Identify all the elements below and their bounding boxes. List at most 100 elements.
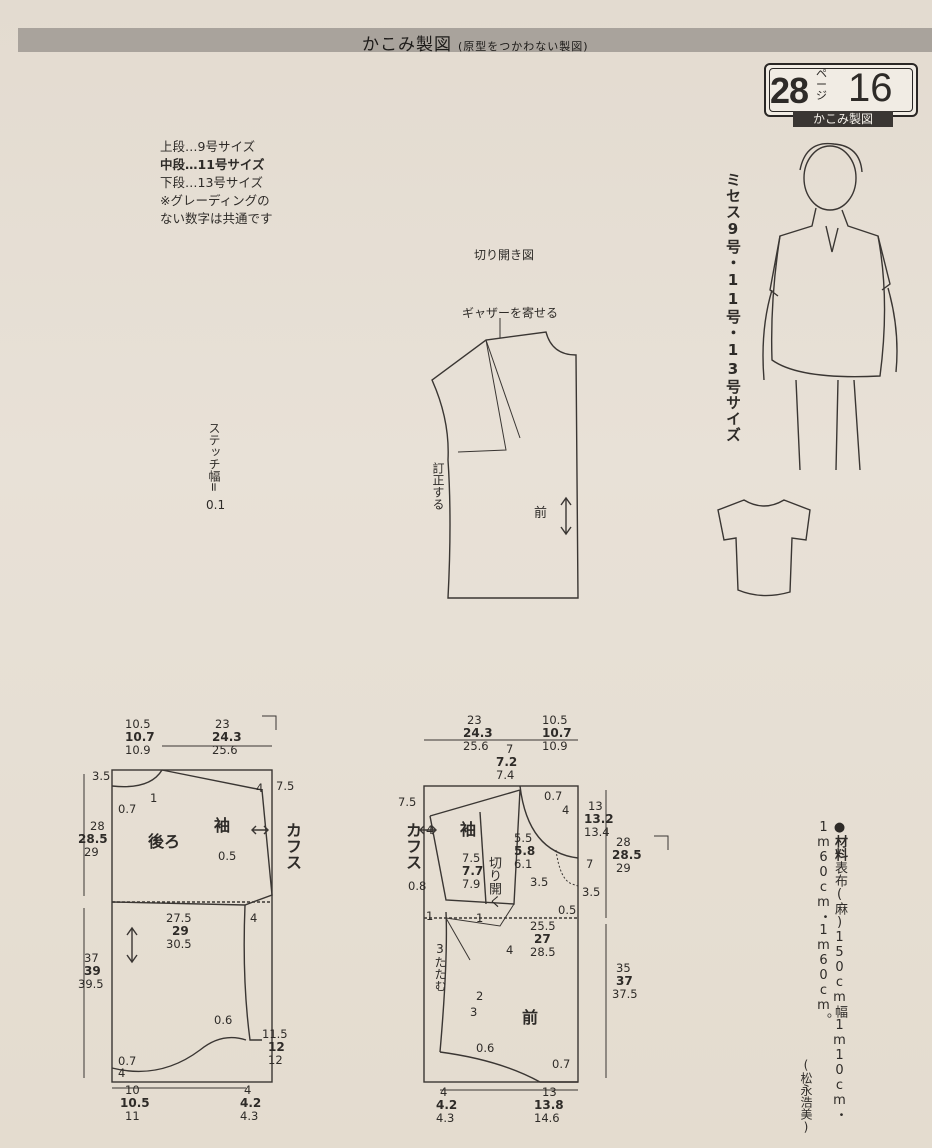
back-upper-height-13: 29 [84,845,99,859]
front-top-right-9: 10.5 [542,713,568,727]
back-top-left-11: 10.7 [125,730,155,744]
front-small-l: 4 [506,943,514,957]
title-text: かこみ製図 [362,35,452,55]
stitch-width-label: ステッチ幅= [207,422,221,493]
back-side-seam [243,904,262,1041]
back-neckline [111,769,163,788]
model-head [803,145,857,211]
title-subtitle: (原型をつかわない製図) [458,40,589,53]
slash-sleeve-opened [485,339,521,439]
gather-note: ギャザーを寄せる [462,306,559,320]
front-hem-left-13: 4.3 [436,1111,455,1125]
back-shoulder-sleeve [111,769,273,906]
model-sleeves [769,235,891,297]
front-small-n: 0.6 [476,1041,495,1055]
front-hem-left-9: 4 [440,1085,448,1099]
materials-block: ●材料表布(麻)150cm幅1m10cm・1m60cm・1m60cm。 [815,820,847,1148]
back-small-d: 4 [256,781,264,795]
page-title: かこみ製図 (原型をつかわない製図) [362,30,589,55]
front-shoulder-13: 13.4 [584,825,610,839]
correct-note: 訂正する [431,462,445,510]
model-hair [799,142,863,173]
model-legs [795,379,861,471]
front-small-b: 0.7 [544,789,563,803]
front-sleeve-cut [479,811,487,905]
front-top-left-11: 24.3 [463,726,493,740]
badge-pattern-number: 16 [848,66,893,110]
slash-sleeve-original [457,339,507,453]
designer-credit: (松永浩美) [799,1058,813,1134]
back-hem-right-9: 4 [244,1083,252,1097]
badge-caption: かこみ製図 [793,111,893,127]
model-neck-slit [825,225,839,253]
front-chest-11: 27 [534,932,551,946]
model-top [770,207,886,378]
back-small-e: 7.5 [276,779,295,793]
back-hem-left-11: 10.5 [120,1096,150,1110]
front-sleeve-cut-11: 7.7 [462,864,484,878]
front-upper-height-9: 28 [616,835,631,849]
front-small-m: 3 [470,1005,478,1019]
cuff-arrow-back [251,825,269,835]
front-placket [555,849,579,887]
front-placket-11: 5.8 [514,844,536,858]
flat-shirt-illustration [717,499,811,597]
back-small-b: 0.7 [118,802,137,816]
front-cuff-label: カフス [403,822,422,870]
back-small-j: 4 [118,1066,126,1080]
front-neckline [519,785,579,859]
front-hem-right-9: 13 [542,1085,557,1099]
back-small-i: 0.7 [118,1054,137,1068]
back-small-a: 3.5 [92,769,111,783]
back-slit-11: 12 [268,1040,285,1054]
front-fold-lines [445,903,515,927]
back-top-right-13: 25.6 [212,743,238,757]
front-small-o: 0.7 [552,1057,571,1071]
back-label: 後ろ [148,832,181,851]
back-cuff-label: カフス [283,822,302,870]
back-top-right-9: 23 [215,717,230,731]
front-small-e: 0.8 [408,879,427,893]
legend-note-1: ※グレーディングの [160,193,270,208]
materials-text: 表布(麻)150cm幅1m10cm・1m60cm・1m60cm。 [816,820,847,1121]
front-chest-13: 28.5 [530,945,556,959]
front-shoulder [429,789,521,817]
materials-heading: ●材料 [832,820,847,861]
back-slit-13: 12 [268,1053,283,1067]
front-small-i: 0.5 [558,903,577,917]
front-small-f: 1 [426,909,434,923]
front-side-seam [439,911,448,1053]
front-lower-height-9: 35 [616,961,631,975]
back-chest-11: 29 [172,924,189,938]
front-small-c: 4 [562,803,570,817]
front-hem-right-11: 13.8 [534,1098,564,1112]
back-chest-13: 30.5 [166,937,192,951]
stitch-width-value: 0.1 [206,498,226,512]
back-small-g: 4 [250,911,258,925]
back-outer-frame [111,769,273,1083]
front-small-g: 3.5 [530,875,549,889]
back-top-left-13: 10.9 [125,743,151,757]
front-top-left-13: 25.6 [463,739,489,753]
stitch-label: ステッチ幅 [207,422,221,482]
front-small-p: 2 [476,989,484,1003]
page-badge [764,63,918,117]
front-top-left-9: 23 [467,713,482,727]
front-sleeve-cut-9: 7.5 [462,851,481,865]
front-small-a: 7.5 [398,795,417,809]
grain-arrowheads-slash [560,496,572,536]
front-lower-height-11: 37 [616,974,633,988]
cuff-arrow-front [419,825,437,835]
back-small-c: 1 [150,791,158,805]
front-shoulder-11: 13.2 [584,812,614,826]
back-top-right-11: 24.3 [212,730,242,744]
front-shoulder-9: 13 [588,799,603,813]
legend-line-middle: 中段…11号サイズ [160,157,265,172]
front-top-right-11: 10.7 [542,726,572,740]
slash-diagram-outline [431,331,579,599]
front-fold-dart [445,917,471,961]
back-top-left-9: 10.5 [125,717,151,731]
front-placket-9: 5.5 [514,831,533,845]
back-chest-9: 27.5 [166,911,192,925]
